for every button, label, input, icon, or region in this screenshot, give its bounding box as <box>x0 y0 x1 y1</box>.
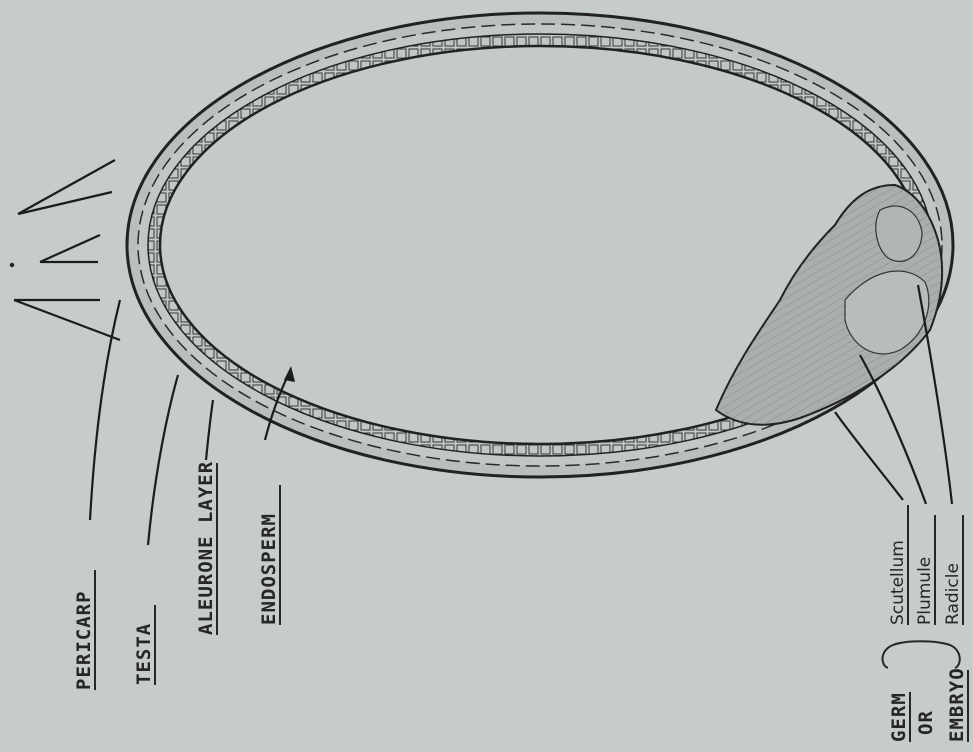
pericarp-pointer-1 <box>18 160 115 214</box>
label-endosperm: ENDOSPERM <box>258 513 280 625</box>
label-embryo: EMBRYO <box>946 667 968 742</box>
label-or: OR <box>915 710 937 735</box>
label-aleurone: ALEURONE LAYER <box>195 461 217 635</box>
stray-dot <box>10 263 14 267</box>
labels: PERICARP TESTA ALEURONE LAYER ENDOSPERM … <box>73 461 968 742</box>
pericarp-leader <box>90 300 120 520</box>
label-plumule: Plumule <box>915 557 935 625</box>
aleurone-leader <box>206 400 213 460</box>
label-testa: TESTA <box>133 623 155 685</box>
label-scutellum: Scutellum <box>888 540 908 625</box>
label-germ: GERM <box>888 692 910 742</box>
label-radicle: Radicle <box>943 563 963 625</box>
pericarp-pointer-2 <box>40 235 100 262</box>
scutellum-leader <box>835 412 903 500</box>
embryo-brace <box>883 641 960 668</box>
pericarp-pointer-3 <box>14 300 120 340</box>
label-pericarp: PERICARP <box>73 590 95 690</box>
testa-leader <box>148 375 178 545</box>
